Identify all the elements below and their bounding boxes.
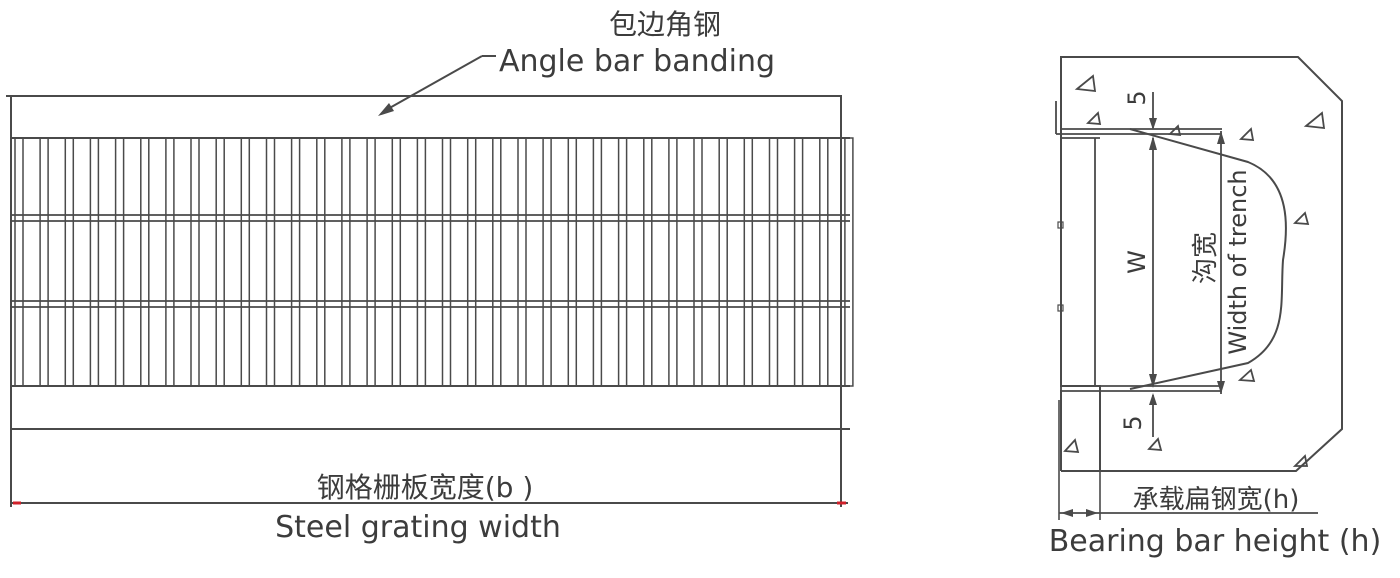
bearing-bar <box>768 137 779 387</box>
bearing-bar <box>316 137 326 387</box>
bearing-bar <box>240 137 251 387</box>
bearing-bar <box>668 137 678 387</box>
bearing-bar <box>492 137 502 387</box>
height-label-cn: 承载扁钢宽(h) <box>1133 485 1300 515</box>
bearing-bar <box>190 137 200 387</box>
height-label-en: Bearing bar height (h) <box>1049 524 1382 559</box>
banding-label-cn: 包边角钢 <box>609 8 721 41</box>
w-label: W <box>1123 250 1151 274</box>
offset-top-label: 5 <box>1123 90 1151 105</box>
banding-label-en: Angle bar banding <box>499 44 775 79</box>
bearing-bars <box>14 137 854 387</box>
height-dimension <box>1058 400 1318 520</box>
bearing-bar <box>743 137 754 387</box>
bearing-bar <box>416 137 427 387</box>
width-label-en: Steel grating width <box>275 510 561 545</box>
bearing-bar <box>341 137 351 387</box>
bearing-bar <box>643 137 653 387</box>
bearing-bar <box>391 137 402 387</box>
trench-profile-curve <box>1129 128 1287 390</box>
top-angle-bar <box>1055 101 1222 139</box>
offset-bottom-label: 5 <box>1119 415 1147 430</box>
bearing-bar <box>215 137 225 387</box>
section-view: W 5 5 沟宽 Width of trench <box>1049 56 1382 559</box>
width-label-cn: 钢格栅板宽度(b ) <box>317 471 534 504</box>
bearing-bar <box>366 137 376 387</box>
bearing-bar <box>592 137 603 387</box>
bearing-bar <box>517 137 527 387</box>
trench-width-dimension <box>1217 131 1225 394</box>
bearing-bar <box>793 137 804 387</box>
bearing-bar <box>567 137 578 387</box>
trench-label-en: Width of trench <box>1224 169 1252 354</box>
bearing-bar <box>39 137 49 387</box>
bearing-bar <box>466 137 477 387</box>
bearing-bar <box>542 137 552 387</box>
concrete-aggregate-marks <box>1063 74 1326 467</box>
bearing-bar <box>64 137 75 387</box>
banding-leader-arrow <box>378 55 496 116</box>
bearing-bar <box>441 137 452 387</box>
bearing-bar <box>693 137 703 387</box>
plan-view: 包边角钢 Angle bar banding 钢格栅板宽度(b ) Steel … <box>6 8 854 545</box>
bearing-bar <box>140 137 150 387</box>
bearing-bar <box>844 137 854 387</box>
bearing-bar <box>718 137 728 387</box>
bearing-bar <box>290 137 301 387</box>
bearing-bar <box>114 137 125 387</box>
bearing-bar <box>14 137 24 387</box>
bearing-bar <box>265 137 276 387</box>
bearing-bar <box>165 137 175 387</box>
trench-label-cn: 沟宽 <box>1191 232 1221 284</box>
w-dimension <box>1149 136 1157 388</box>
bearing-bar <box>617 137 628 387</box>
bearing-bar <box>89 137 100 387</box>
bearing-bar <box>819 137 829 387</box>
